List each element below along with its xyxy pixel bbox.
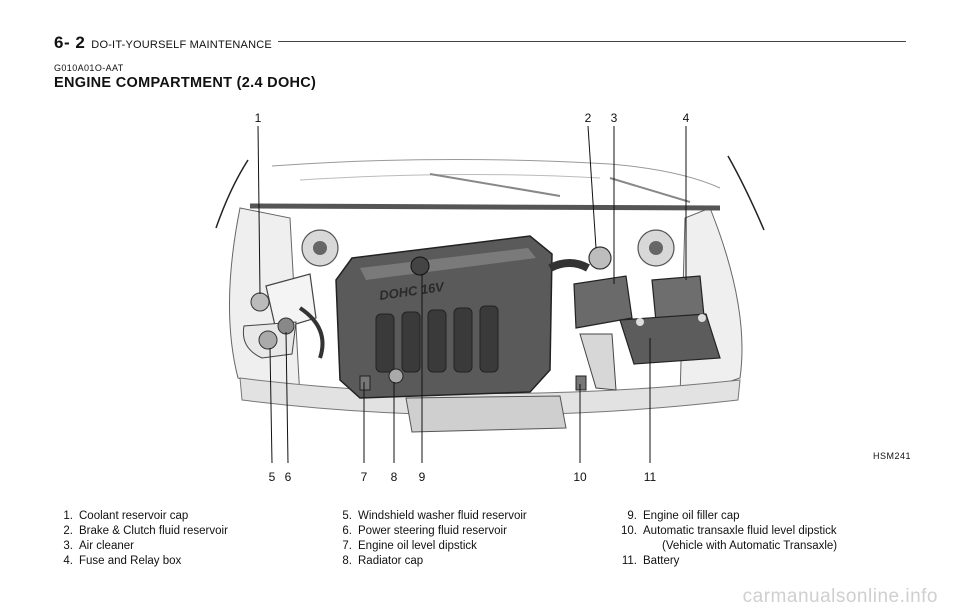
page-number: 6- 2	[54, 33, 86, 52]
header-rule	[278, 41, 906, 42]
legend-item: 5.Windshield washer fluid reservoir	[342, 510, 527, 522]
watermark: carmanualsonline.info	[742, 586, 938, 607]
hood-outline-left	[215, 159, 249, 229]
engine-compartment-illustration: DOHC 16V	[215, 125, 765, 464]
callout-6: 6	[284, 470, 292, 484]
transaxle-dipstick	[575, 375, 587, 391]
brake-fluid-reservoir	[588, 246, 612, 270]
legend-column-3: 9.Engine oil filler cap 10.Automatic tra…	[614, 509, 837, 569]
callout-11: 11	[643, 470, 657, 484]
radiator-cap	[388, 368, 404, 384]
callout-9: 9	[418, 470, 426, 484]
callout-10: 10	[573, 470, 587, 484]
air-cleaner	[573, 275, 633, 329]
battery-terminal-neg	[698, 314, 706, 322]
legend-item: 2.Brake & Clutch fluid reservoir	[63, 525, 228, 537]
legend-item-continuation: (Vehicle with Automatic Transaxle)	[662, 540, 838, 552]
engine-cover-ribs	[375, 305, 499, 373]
engine-cover-top	[360, 248, 536, 280]
windshield-line	[271, 158, 721, 189]
legend-item: 1.Coolant reservoir cap	[63, 510, 189, 522]
legend-item: 8.Radiator cap	[342, 555, 424, 567]
wiper-arm-2	[609, 177, 691, 203]
legend-item: 10.Automatic transaxle fluid level dipst…	[621, 525, 837, 537]
callout-8: 8	[390, 470, 398, 484]
legend-item: 11.Battery	[621, 555, 680, 567]
section-code: G010A01O-AAT	[54, 63, 124, 73]
coolant-reservoir	[265, 273, 317, 331]
callout-2: 2	[584, 111, 592, 125]
coolant-reservoir-cap	[250, 292, 270, 312]
legend-item: 4.Fuse and Relay box	[63, 555, 182, 567]
chapter-title: DO-IT-YOURSELF MAINTENANCE	[91, 39, 272, 51]
battery	[619, 313, 721, 365]
legend-item: 3.Air cleaner	[63, 540, 134, 552]
legend-item: 6.Power steering fluid reservoir	[342, 525, 507, 537]
figure-id: HSM241	[873, 451, 912, 461]
oil-filler-cap	[410, 256, 430, 276]
windshield-line-2	[299, 173, 601, 181]
hose	[298, 306, 325, 359]
page-header: 6- 2 DO-IT-YOURSELF MAINTENANCE	[54, 33, 272, 53]
cowl-panel	[249, 203, 721, 211]
legend-column-1: 1.Coolant reservoir cap 2.Brake & Clutch…	[54, 509, 228, 569]
left-strut-nut	[313, 241, 327, 255]
right-strut-nut	[649, 241, 663, 255]
legend-item: 9.Engine oil filler cap	[627, 510, 740, 522]
section-title: ENGINE COMPARTMENT (2.4 DOHC)	[54, 75, 317, 91]
callout-4: 4	[682, 111, 690, 125]
oil-dipstick	[359, 375, 371, 391]
callout-5: 5	[268, 470, 276, 484]
washer-fluid-cap	[258, 330, 278, 350]
hood-outline-right	[727, 155, 765, 231]
intake-pipe	[579, 333, 617, 391]
power-steering-reservoir	[277, 317, 295, 335]
callout-3: 3	[610, 111, 618, 125]
battery-terminal-pos	[636, 318, 644, 326]
callout-leaders	[257, 125, 687, 464]
callout-7: 7	[360, 470, 368, 484]
wiper-arm	[429, 173, 561, 197]
intake-duct	[548, 259, 590, 272]
legend-column-2: 5.Windshield washer fluid reservoir 6.Po…	[333, 509, 527, 569]
radiator-shroud	[405, 395, 567, 433]
callout-1: 1	[254, 111, 262, 125]
legend-item: 7.Engine oil level dipstick	[342, 540, 477, 552]
